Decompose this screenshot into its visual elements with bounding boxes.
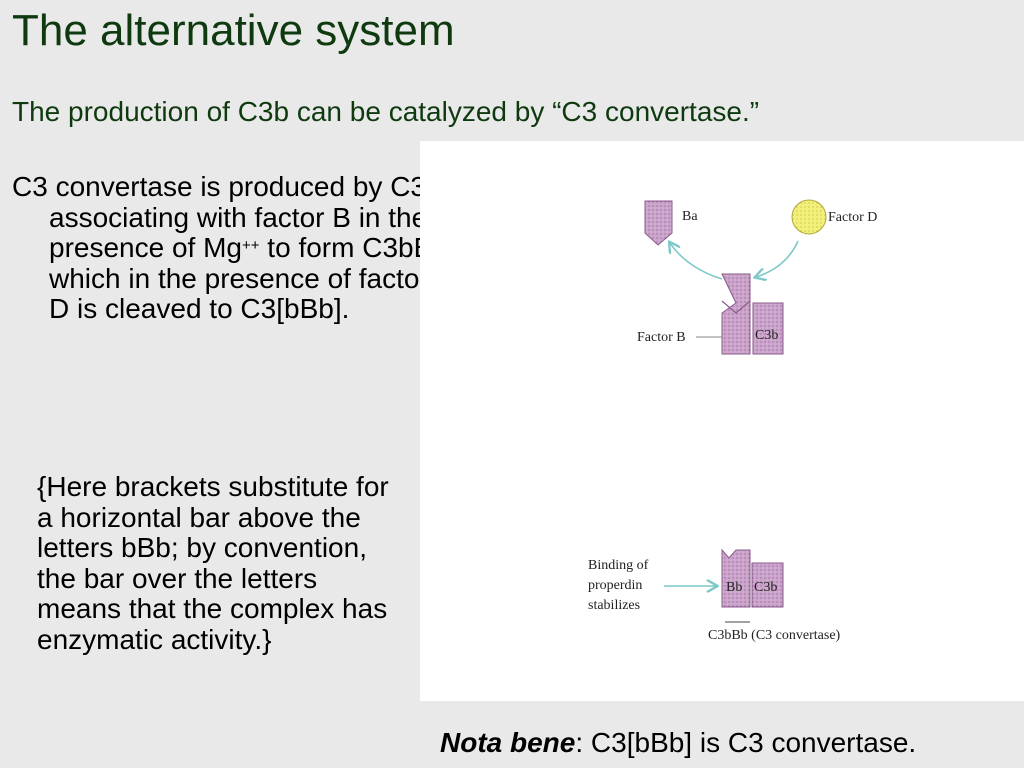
- cleavage-arrow-left: [670, 243, 723, 280]
- factor-d-label: Factor D: [828, 210, 877, 225]
- main-paragraph: C3 convertase is produced by C3b associa…: [12, 171, 449, 325]
- slide-subtitle: The production of C3b can be catalyzed b…: [12, 96, 760, 127]
- factor-b-label: Factor B: [637, 330, 686, 345]
- nota-bene-text: : C3[bBb] is C3 convertase.: [575, 727, 917, 758]
- binding-label-line2: properdin: [588, 578, 642, 593]
- factor-b-shape: [721, 273, 751, 355]
- bb-label: Bb: [726, 580, 742, 595]
- cleavage-arrow-right: [756, 240, 799, 277]
- nota-bene-label: Nota bene: [440, 727, 576, 758]
- factor-b-notch: [721, 300, 751, 314]
- ba-label: Ba: [682, 209, 698, 224]
- mg-superscript: ++: [242, 237, 260, 254]
- c3b-bottom-shape: [751, 562, 784, 608]
- binding-label-line3: stabilizes: [588, 598, 640, 613]
- ba-fragment-shape: [644, 200, 673, 246]
- main-text-part2: to form C3bB which in the presence of fa…: [49, 232, 433, 324]
- complement-diagram: Ba Factor D C3b Factor B Binding of prop…: [588, 199, 877, 643]
- c3b-top-label: C3b: [755, 328, 778, 343]
- bb-shape: [721, 548, 751, 608]
- nota-bene-line: Nota bene: C3[bBb] is C3 convertase.: [440, 727, 916, 759]
- convertase-caption: C3bBb (C3 convertase): [708, 628, 841, 643]
- c3b-top-shape: [752, 302, 784, 355]
- main-text-part1: C3 convertase is produced by C3b associa…: [12, 171, 442, 263]
- factor-d-circle: [791, 199, 827, 235]
- c3b-bottom-label: C3b: [754, 580, 777, 595]
- binding-label-line1: Binding of: [588, 558, 649, 573]
- bracket-note: {Here brackets substitute for a horizont…: [37, 471, 389, 655]
- complement-figure: Ba Factor D C3b Factor B Binding of prop…: [420, 141, 1024, 701]
- slide-title: The alternative system: [12, 6, 455, 55]
